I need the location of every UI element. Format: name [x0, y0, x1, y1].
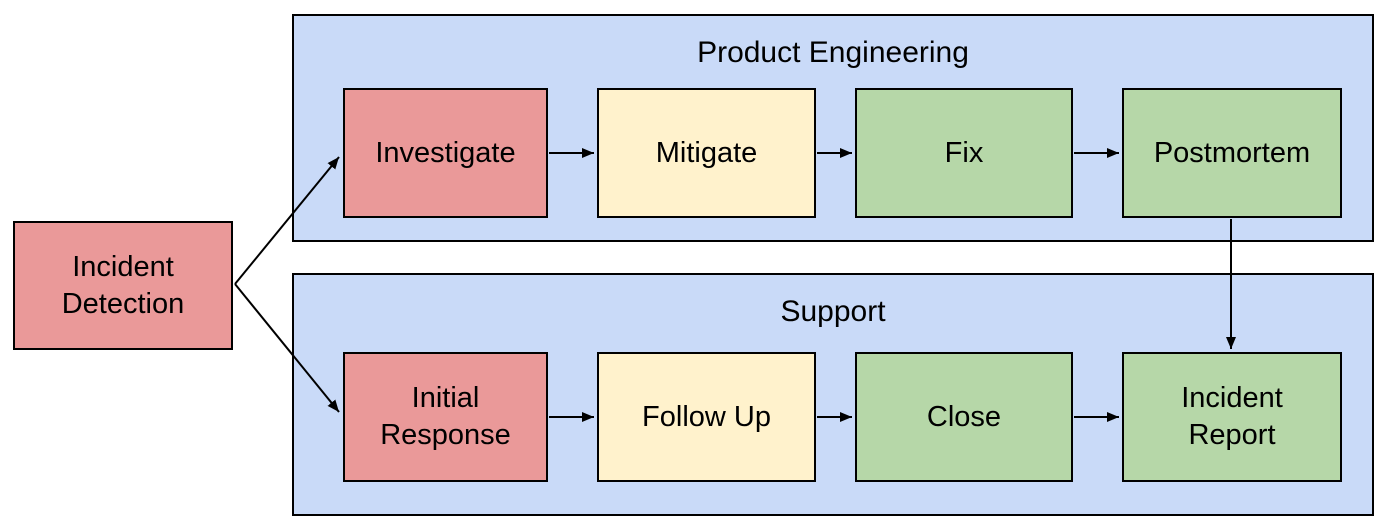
- node-label: Fix: [944, 136, 984, 169]
- node-label: Follow Up: [642, 400, 771, 433]
- node-label: Mitigate: [655, 136, 758, 169]
- lane-title-product-engineering: Product Engineering: [697, 36, 969, 69]
- node-label: Initial Response: [380, 382, 511, 451]
- node-incident-report: Incident Report: [1122, 352, 1342, 482]
- lane-title-support: Support: [780, 295, 886, 328]
- node-mitigate: Mitigate: [597, 88, 816, 218]
- node-follow-up: Follow Up: [597, 352, 816, 482]
- node-label: Postmortem: [1153, 136, 1311, 169]
- node-close: Close: [855, 352, 1073, 482]
- node-label: Incident Report: [1181, 382, 1283, 451]
- node-investigate: Investigate: [343, 88, 548, 218]
- node-incident-detection: Incident Detection: [13, 221, 233, 350]
- node-initial-response: Initial Response: [343, 352, 548, 482]
- node-postmortem: Postmortem: [1122, 88, 1342, 218]
- node-fix: Fix: [855, 88, 1073, 218]
- node-label: Investigate: [375, 136, 516, 169]
- node-label: Incident Detection: [61, 250, 185, 320]
- node-label: Close: [926, 400, 1002, 433]
